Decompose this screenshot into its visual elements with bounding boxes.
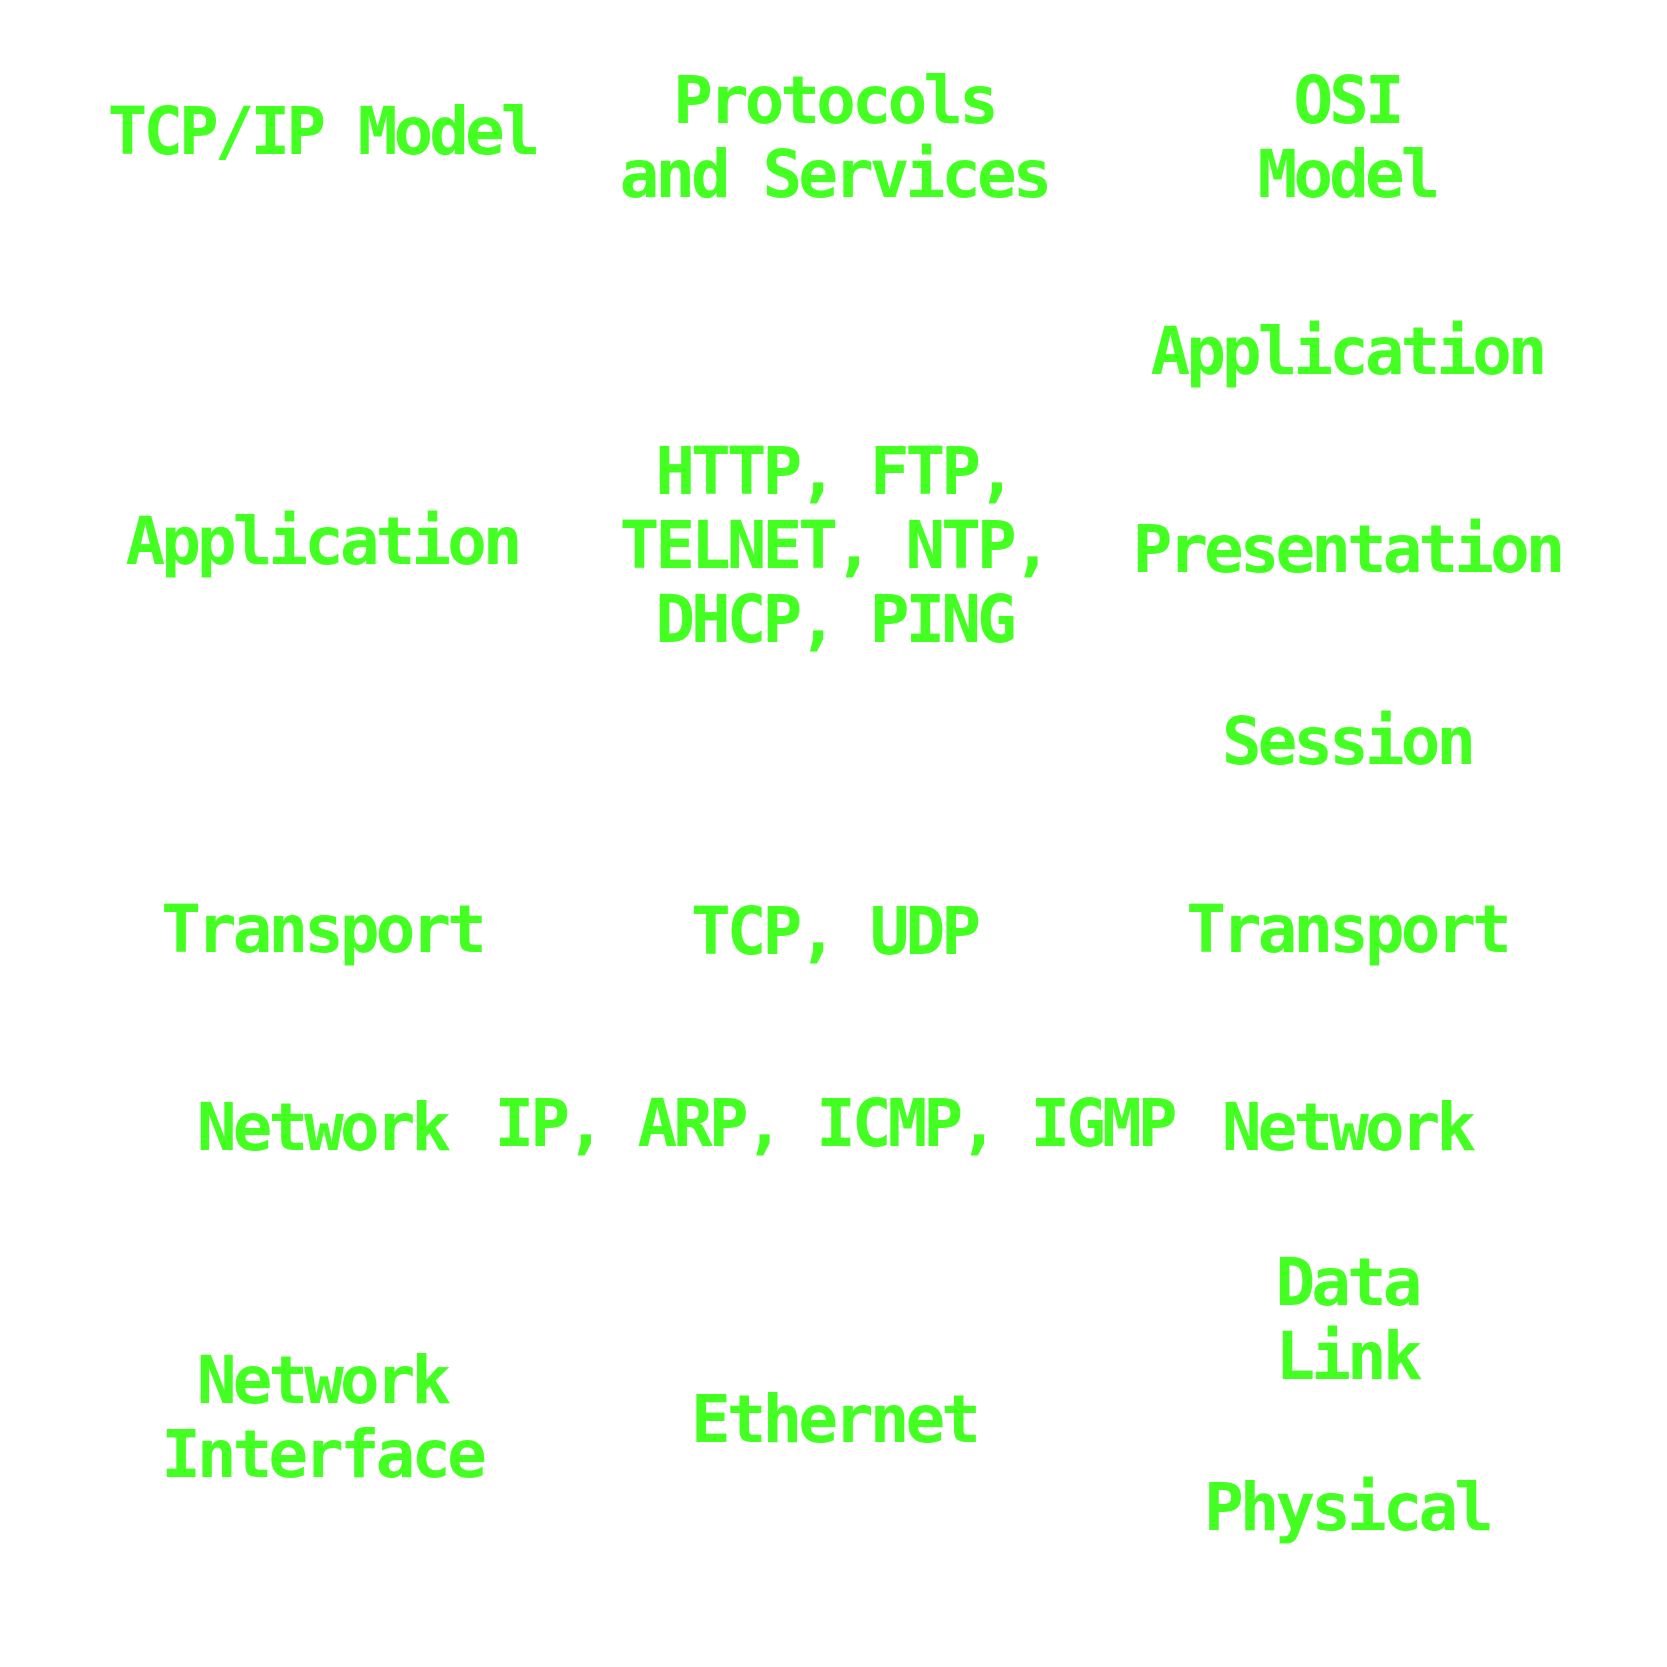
osi-session-layer: Session bbox=[1221, 703, 1476, 780]
osi-application-layer: Application bbox=[1150, 313, 1547, 390]
network-protocols: IP, ARP, ICMP, IGMP bbox=[494, 1085, 1178, 1162]
tcpip-network-interface-layer: Network Interface bbox=[161, 1342, 487, 1493]
network-interface-protocols: Ethernet bbox=[691, 1381, 981, 1458]
osi-presentation-layer: Presentation bbox=[1132, 511, 1566, 588]
osi-network-layer: Network bbox=[1221, 1089, 1476, 1166]
application-protocols: HTTP, FTP, TELNET, NTP, DHCP, PING bbox=[619, 433, 1053, 658]
osi-model-header: OSI Model bbox=[1257, 62, 1441, 213]
osi-transport-layer: Transport bbox=[1186, 891, 1512, 968]
tcpip-model-header: TCP/IP Model bbox=[107, 93, 541, 170]
tcpip-application-layer: Application bbox=[125, 503, 522, 580]
tcpip-network-layer: Network bbox=[196, 1089, 451, 1166]
tcpip-transport-layer: Transport bbox=[161, 891, 487, 968]
protocols-header: Protocols and Services bbox=[619, 62, 1053, 213]
osi-data-link-layer: Data Link bbox=[1275, 1244, 1423, 1395]
transport-protocols: TCP, UDP bbox=[691, 893, 981, 970]
osi-physical-layer: Physical bbox=[1204, 1469, 1494, 1546]
